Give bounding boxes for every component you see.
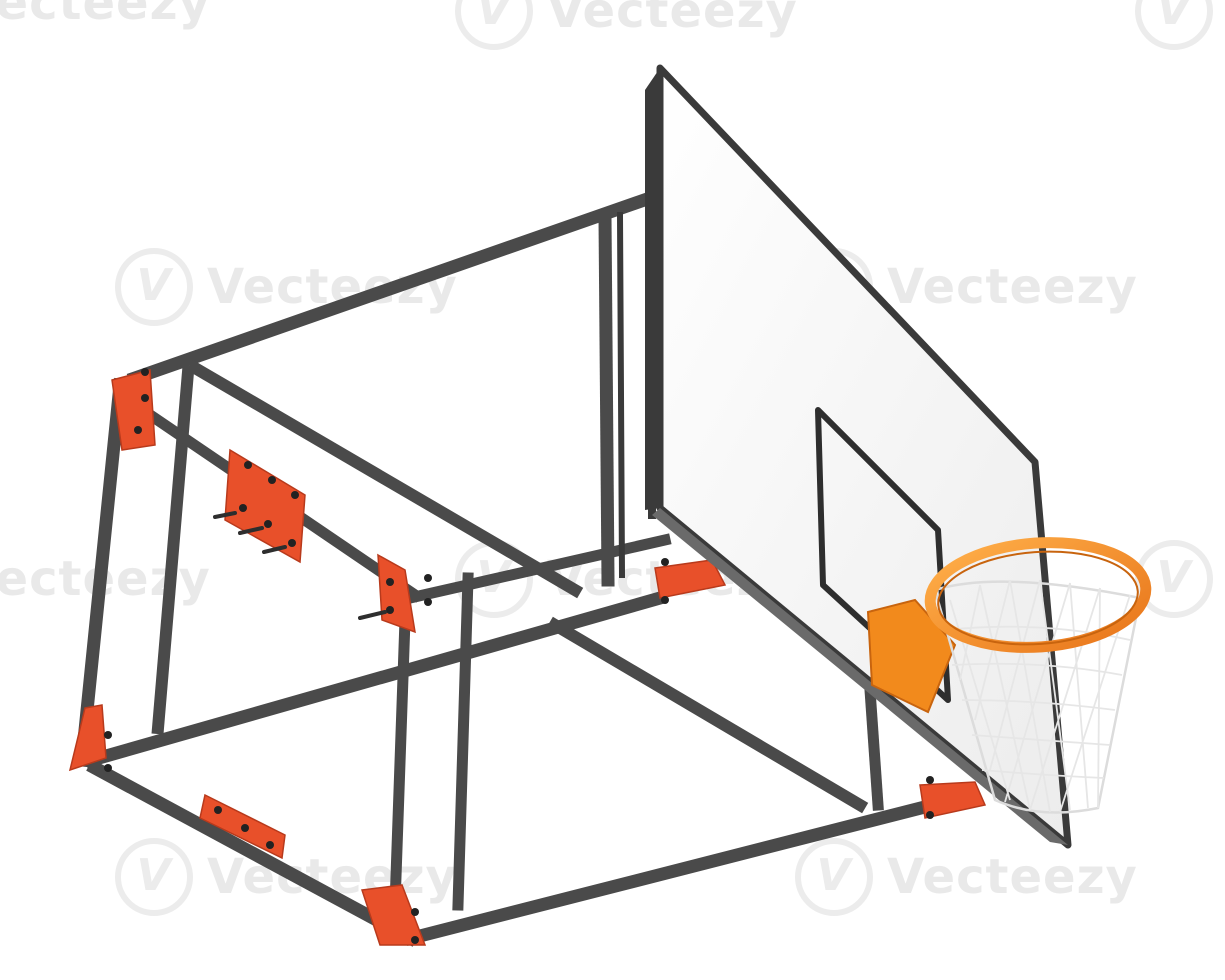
bolt xyxy=(214,806,222,814)
bracket-bottom-right xyxy=(919,781,987,819)
bracket-bottom-center xyxy=(361,884,427,946)
bolt-shanks xyxy=(213,511,387,620)
frame-vertical-center-a xyxy=(389,614,411,911)
frame-bottom-beam-right xyxy=(404,790,968,946)
bolt xyxy=(244,461,252,469)
rim-ring xyxy=(924,537,1152,653)
frame-mid-beam xyxy=(83,589,669,769)
backboard-bottom-edge xyxy=(652,508,1068,845)
rim-mount xyxy=(866,598,957,714)
bracket-wall-plate-upper xyxy=(224,448,306,564)
bolts xyxy=(104,368,934,944)
bolt xyxy=(239,504,247,512)
steel-frame xyxy=(74,189,968,947)
net-mesh xyxy=(944,579,1131,813)
frame-bottom-beam-left xyxy=(86,759,419,947)
frame-vertical-back-2 xyxy=(616,211,626,579)
bolt xyxy=(104,764,112,772)
frame-left-post-outer xyxy=(74,377,128,768)
rim xyxy=(924,537,1152,653)
bolt xyxy=(411,936,419,944)
bolt xyxy=(926,811,934,819)
bracket-top-left xyxy=(111,369,156,451)
frame-vertical-center-b xyxy=(452,572,474,911)
frame-vertical-back xyxy=(598,211,615,587)
bolt xyxy=(291,491,299,499)
bolt xyxy=(661,558,669,566)
bracket-left-lower xyxy=(68,704,107,772)
bolt xyxy=(264,520,272,528)
bolt xyxy=(104,731,112,739)
frame-vertical-right xyxy=(864,684,884,811)
bracket-wall-mid xyxy=(377,553,416,634)
bolt xyxy=(661,596,669,604)
frame-top-beam xyxy=(126,189,659,387)
backboard xyxy=(645,64,1072,849)
bolt-shank xyxy=(358,610,387,620)
frame-diagonal-brace-lower xyxy=(546,616,869,814)
bolt xyxy=(926,776,934,784)
backboard-side-edge xyxy=(645,68,660,510)
bolt xyxy=(141,368,149,376)
backboard-target-square xyxy=(815,407,951,703)
rim-bracket xyxy=(866,598,957,714)
bolt xyxy=(268,476,276,484)
frame-cross-short xyxy=(403,533,672,605)
bolt xyxy=(424,574,432,582)
bracket-right-upper xyxy=(654,559,727,599)
bolt-shank xyxy=(213,511,237,519)
bolt xyxy=(134,426,142,434)
bolt-shank xyxy=(262,545,287,554)
rim-ring-shadow xyxy=(937,550,1139,646)
bolt xyxy=(386,578,394,586)
bolt xyxy=(266,841,274,849)
bolt xyxy=(288,539,296,547)
bolt-shank xyxy=(238,526,264,535)
bolt xyxy=(241,824,249,832)
bolt xyxy=(386,606,394,614)
bolt xyxy=(411,908,419,916)
frame-diagonal-brace-upper xyxy=(186,359,584,599)
bolt xyxy=(424,598,432,606)
bolt xyxy=(141,394,149,402)
